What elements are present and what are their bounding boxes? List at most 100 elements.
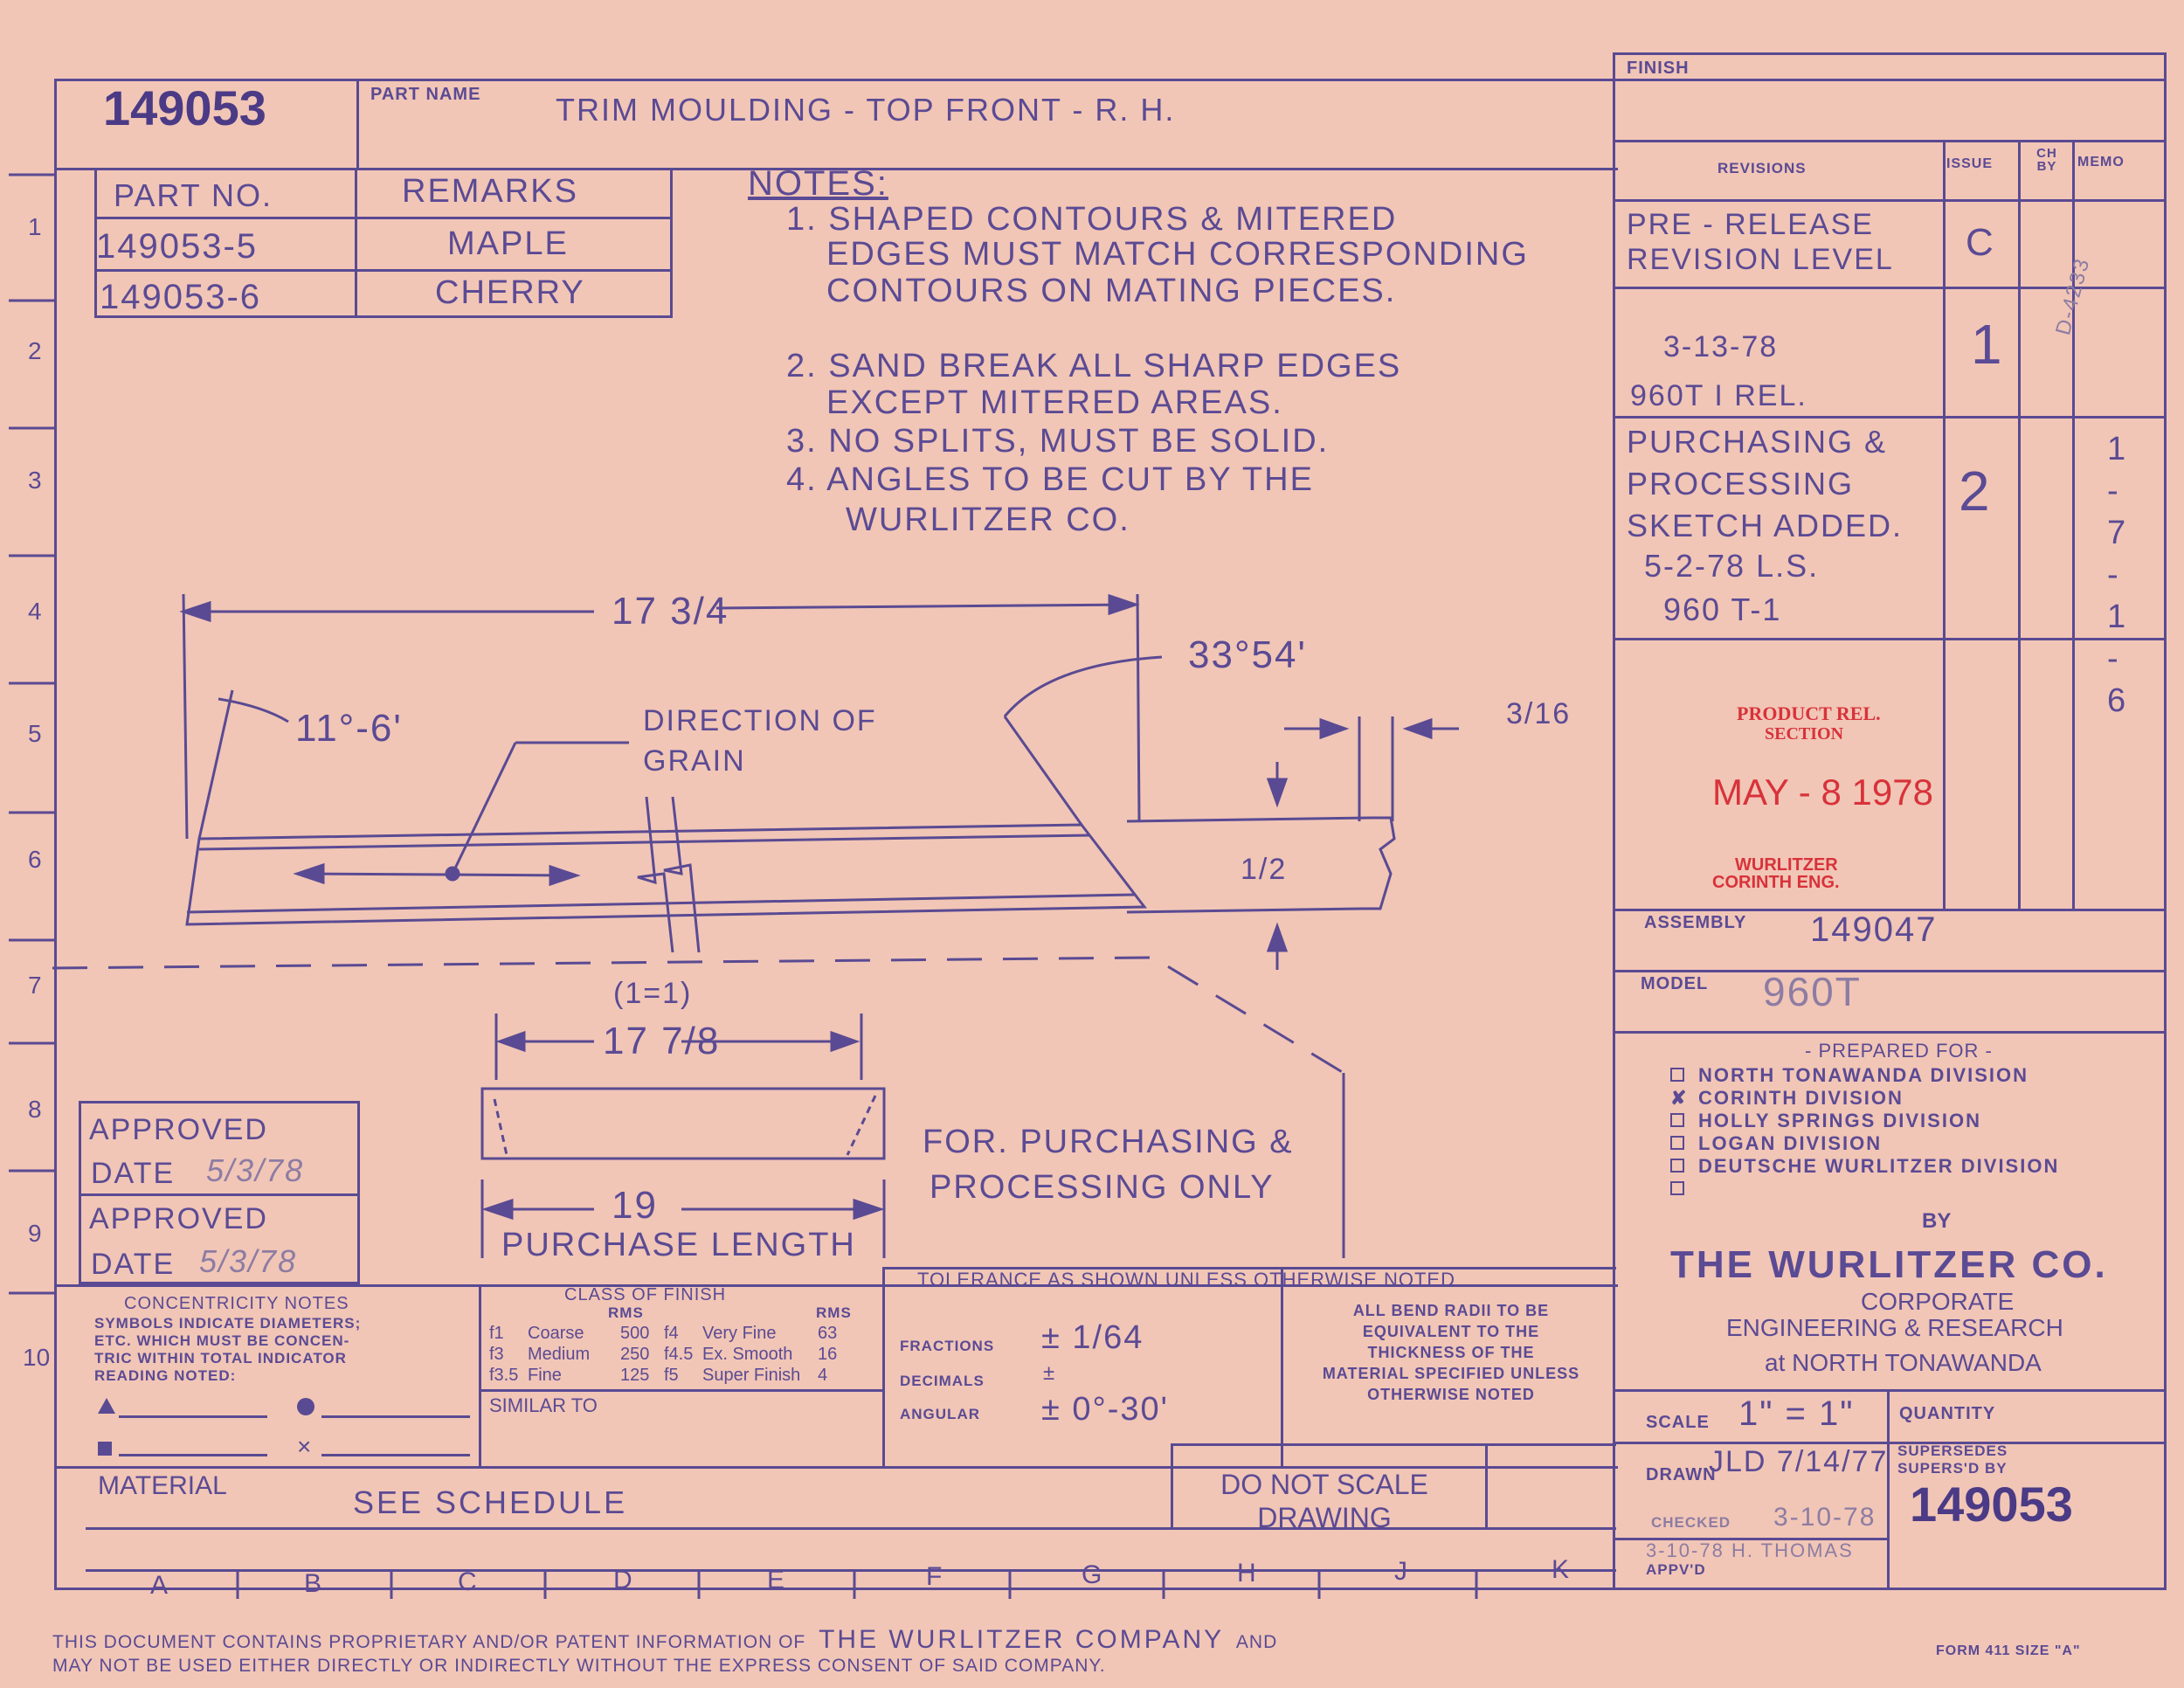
- purchasing-note-1: FOR. PURCHASING &: [923, 1124, 1294, 1160]
- rev-row-2-issue: 1: [1971, 313, 2004, 376]
- finish-class-rms-1: RMS: [608, 1304, 644, 1321]
- prepared-by: BY: [1922, 1209, 1952, 1233]
- prepared-for-heading: - PREPARED FOR -: [1805, 1040, 1993, 1062]
- stamp-top: PRODUCT REL.: [1737, 702, 1881, 724]
- assembly-label: ASSEMBLY: [1644, 913, 1747, 932]
- company-line-2: ENGINEERING & RESEARCH: [1726, 1314, 2063, 1341]
- company-line-1: CORPORATE: [1861, 1288, 2015, 1315]
- division-item[interactable]: LOGAN DIVISION: [1670, 1132, 2059, 1155]
- rev-row-3-line-1: PURCHASING &: [1627, 424, 1888, 460]
- stamp-org-2: CORINTH ENG.: [1712, 873, 1840, 892]
- rev-header-memo: MEMO: [2077, 155, 2125, 169]
- note-line-3: CONTOURS ON MATING PIECES.: [826, 273, 1397, 309]
- approval-2-date-label: DATE: [91, 1248, 176, 1281]
- dim-cut-length: 17 7/8: [603, 1020, 721, 1062]
- decimals-label: DECIMALS: [900, 1373, 985, 1389]
- division-item[interactable]: [1670, 1178, 2059, 1200]
- zone-row-label: 2: [28, 337, 42, 364]
- approved-by-label: APPV'D: [1646, 1561, 1706, 1578]
- note-line-4: 2. SAND BREAK ALL SHARP EDGES: [786, 348, 1402, 384]
- part-name: TRIM MOULDING - TOP FRONT - R. H.: [556, 92, 1176, 128]
- checkbox-icon[interactable]: [1670, 1181, 1684, 1195]
- rev-header-chby: CH BY: [2036, 146, 2057, 174]
- company-name: THE WURLITZER CO.: [1670, 1243, 2108, 1286]
- note-line-5: EXCEPT MITERED AREAS.: [826, 384, 1283, 421]
- zone-col-label: E: [767, 1566, 785, 1595]
- note-line-8: WURLITZER CO.: [846, 502, 1130, 538]
- stamp-org-1: WURLITZER: [1735, 855, 1838, 875]
- triangle-icon: [98, 1398, 115, 1414]
- cross-icon: ×: [297, 1433, 312, 1460]
- dim-height: 1/2: [1241, 853, 1288, 886]
- rev-row-2-line-1: 3-13-78: [1663, 330, 1779, 363]
- zone-row-label: 5: [28, 720, 42, 747]
- division-item[interactable]: NORTH TONAWANDA DIVISION: [1670, 1064, 2059, 1087]
- concentricity-line-4: READING NOTED:: [94, 1367, 237, 1384]
- stamp-date: MAY - 8 1978: [1712, 771, 1933, 813]
- checkbox-icon[interactable]: [1670, 1113, 1684, 1127]
- approval-2-date: 5/3/78: [199, 1243, 298, 1279]
- rev-row-1-line-1: PRE - RELEASE: [1627, 208, 1874, 241]
- square-icon: [98, 1442, 112, 1456]
- rev-row-1-line-2: REVISION LEVEL: [1627, 243, 1894, 276]
- division-item[interactable]: HOLLY SPRINGS DIVISION: [1670, 1110, 2059, 1132]
- zone-col-label: K: [1552, 1555, 1570, 1584]
- concentricity-title: CONCENTRICITY NOTES: [124, 1294, 349, 1313]
- rev-row-3-memo: 1-7-1-6: [2107, 431, 2128, 719]
- checkbox-icon[interactable]: [1670, 1159, 1684, 1173]
- company-line-3: at NORTH TONAWANDA: [1765, 1349, 2042, 1376]
- rev-row-3-line-3: SKETCH ADDED.: [1627, 508, 1904, 543]
- checkbox-icon[interactable]: [1670, 1068, 1684, 1082]
- rev-row-3-line-4: 5-2-78 L.S.: [1644, 548, 1820, 584]
- zone-col-label: C: [458, 1567, 477, 1596]
- parts-row-1-part: 149053-5: [96, 227, 259, 266]
- concentricity-line-2: ETC. WHICH MUST BE CONCEN-: [94, 1332, 350, 1349]
- circle-icon: [297, 1398, 314, 1415]
- quantity-label: QUANTITY: [1899, 1404, 1996, 1423]
- zone-row-label: 10: [23, 1344, 51, 1371]
- division-item[interactable]: DEUTSCHE WURLITZER DIVISION: [1670, 1155, 2059, 1178]
- material-value: SEE SCHEDULE: [353, 1484, 628, 1520]
- assembly-value: 149047: [1810, 910, 1938, 949]
- decimals-value: ±: [1043, 1361, 1055, 1385]
- supersedes-by-label: SUPERS'D BY: [1897, 1460, 2008, 1477]
- drawn-value: JLD 7/14/77: [1709, 1445, 1889, 1478]
- zone-col-label: G: [1082, 1560, 1102, 1589]
- drawn-label: DRAWN: [1646, 1465, 1717, 1484]
- note-line-6: 3. NO SPLITS, MUST BE SOLID.: [786, 423, 1330, 460]
- rev-header-issue: ISSUE: [1946, 156, 1994, 171]
- division-list: NORTH TONAWANDA DIVISION ✘CORINTH DIVISI…: [1670, 1064, 2059, 1200]
- fractions-label: FRACTIONS: [900, 1338, 995, 1354]
- rev-header-revisions: REVISIONS: [1717, 160, 1807, 176]
- checkbox-checked-icon[interactable]: ✘: [1670, 1087, 1689, 1109]
- approval-1-date: 5/3/78: [206, 1152, 305, 1188]
- tolerance-title: TOLERANCE AS SHOWN UNLESS OTHERWISE NOTE…: [917, 1269, 1455, 1290]
- finish-class-title: CLASS OF FINISH: [564, 1285, 727, 1304]
- dim-thickness: 3/16: [1506, 697, 1572, 730]
- zone-row-label: 9: [28, 1220, 42, 1247]
- rev-row-3-issue: 2: [1959, 460, 1992, 522]
- purchasing-note-2: PROCESSING ONLY: [930, 1169, 1275, 1206]
- concentricity-line-3: TRIC WITHIN TOTAL INDICATOR: [94, 1350, 347, 1366]
- material-label: MATERIAL: [98, 1471, 227, 1500]
- zone-row-label: 4: [28, 598, 42, 625]
- part-name-label: PART NAME: [370, 85, 481, 104]
- checked-label: CHECKED: [1651, 1514, 1731, 1531]
- zone-col-label: B: [304, 1569, 322, 1598]
- zone-row-label: 3: [28, 467, 42, 494]
- similar-to-label: SIMILAR TO: [489, 1394, 598, 1416]
- stamp-section: SECTION: [1765, 724, 1844, 744]
- concentricity-line-1: SYMBOLS INDICATE DIAMETERS;: [94, 1315, 362, 1332]
- grain-label-1: DIRECTION OF: [643, 704, 877, 737]
- parts-row-2-remark: CHERRY: [435, 274, 585, 311]
- zone-row-label: 8: [28, 1096, 42, 1123]
- rev-row-2-line-2: 960T I REL.: [1630, 379, 1807, 412]
- checkbox-icon[interactable]: [1670, 1136, 1684, 1150]
- division-item[interactable]: ✘CORINTH DIVISION: [1670, 1087, 1904, 1109]
- drawing-number: 149053: [103, 80, 266, 135]
